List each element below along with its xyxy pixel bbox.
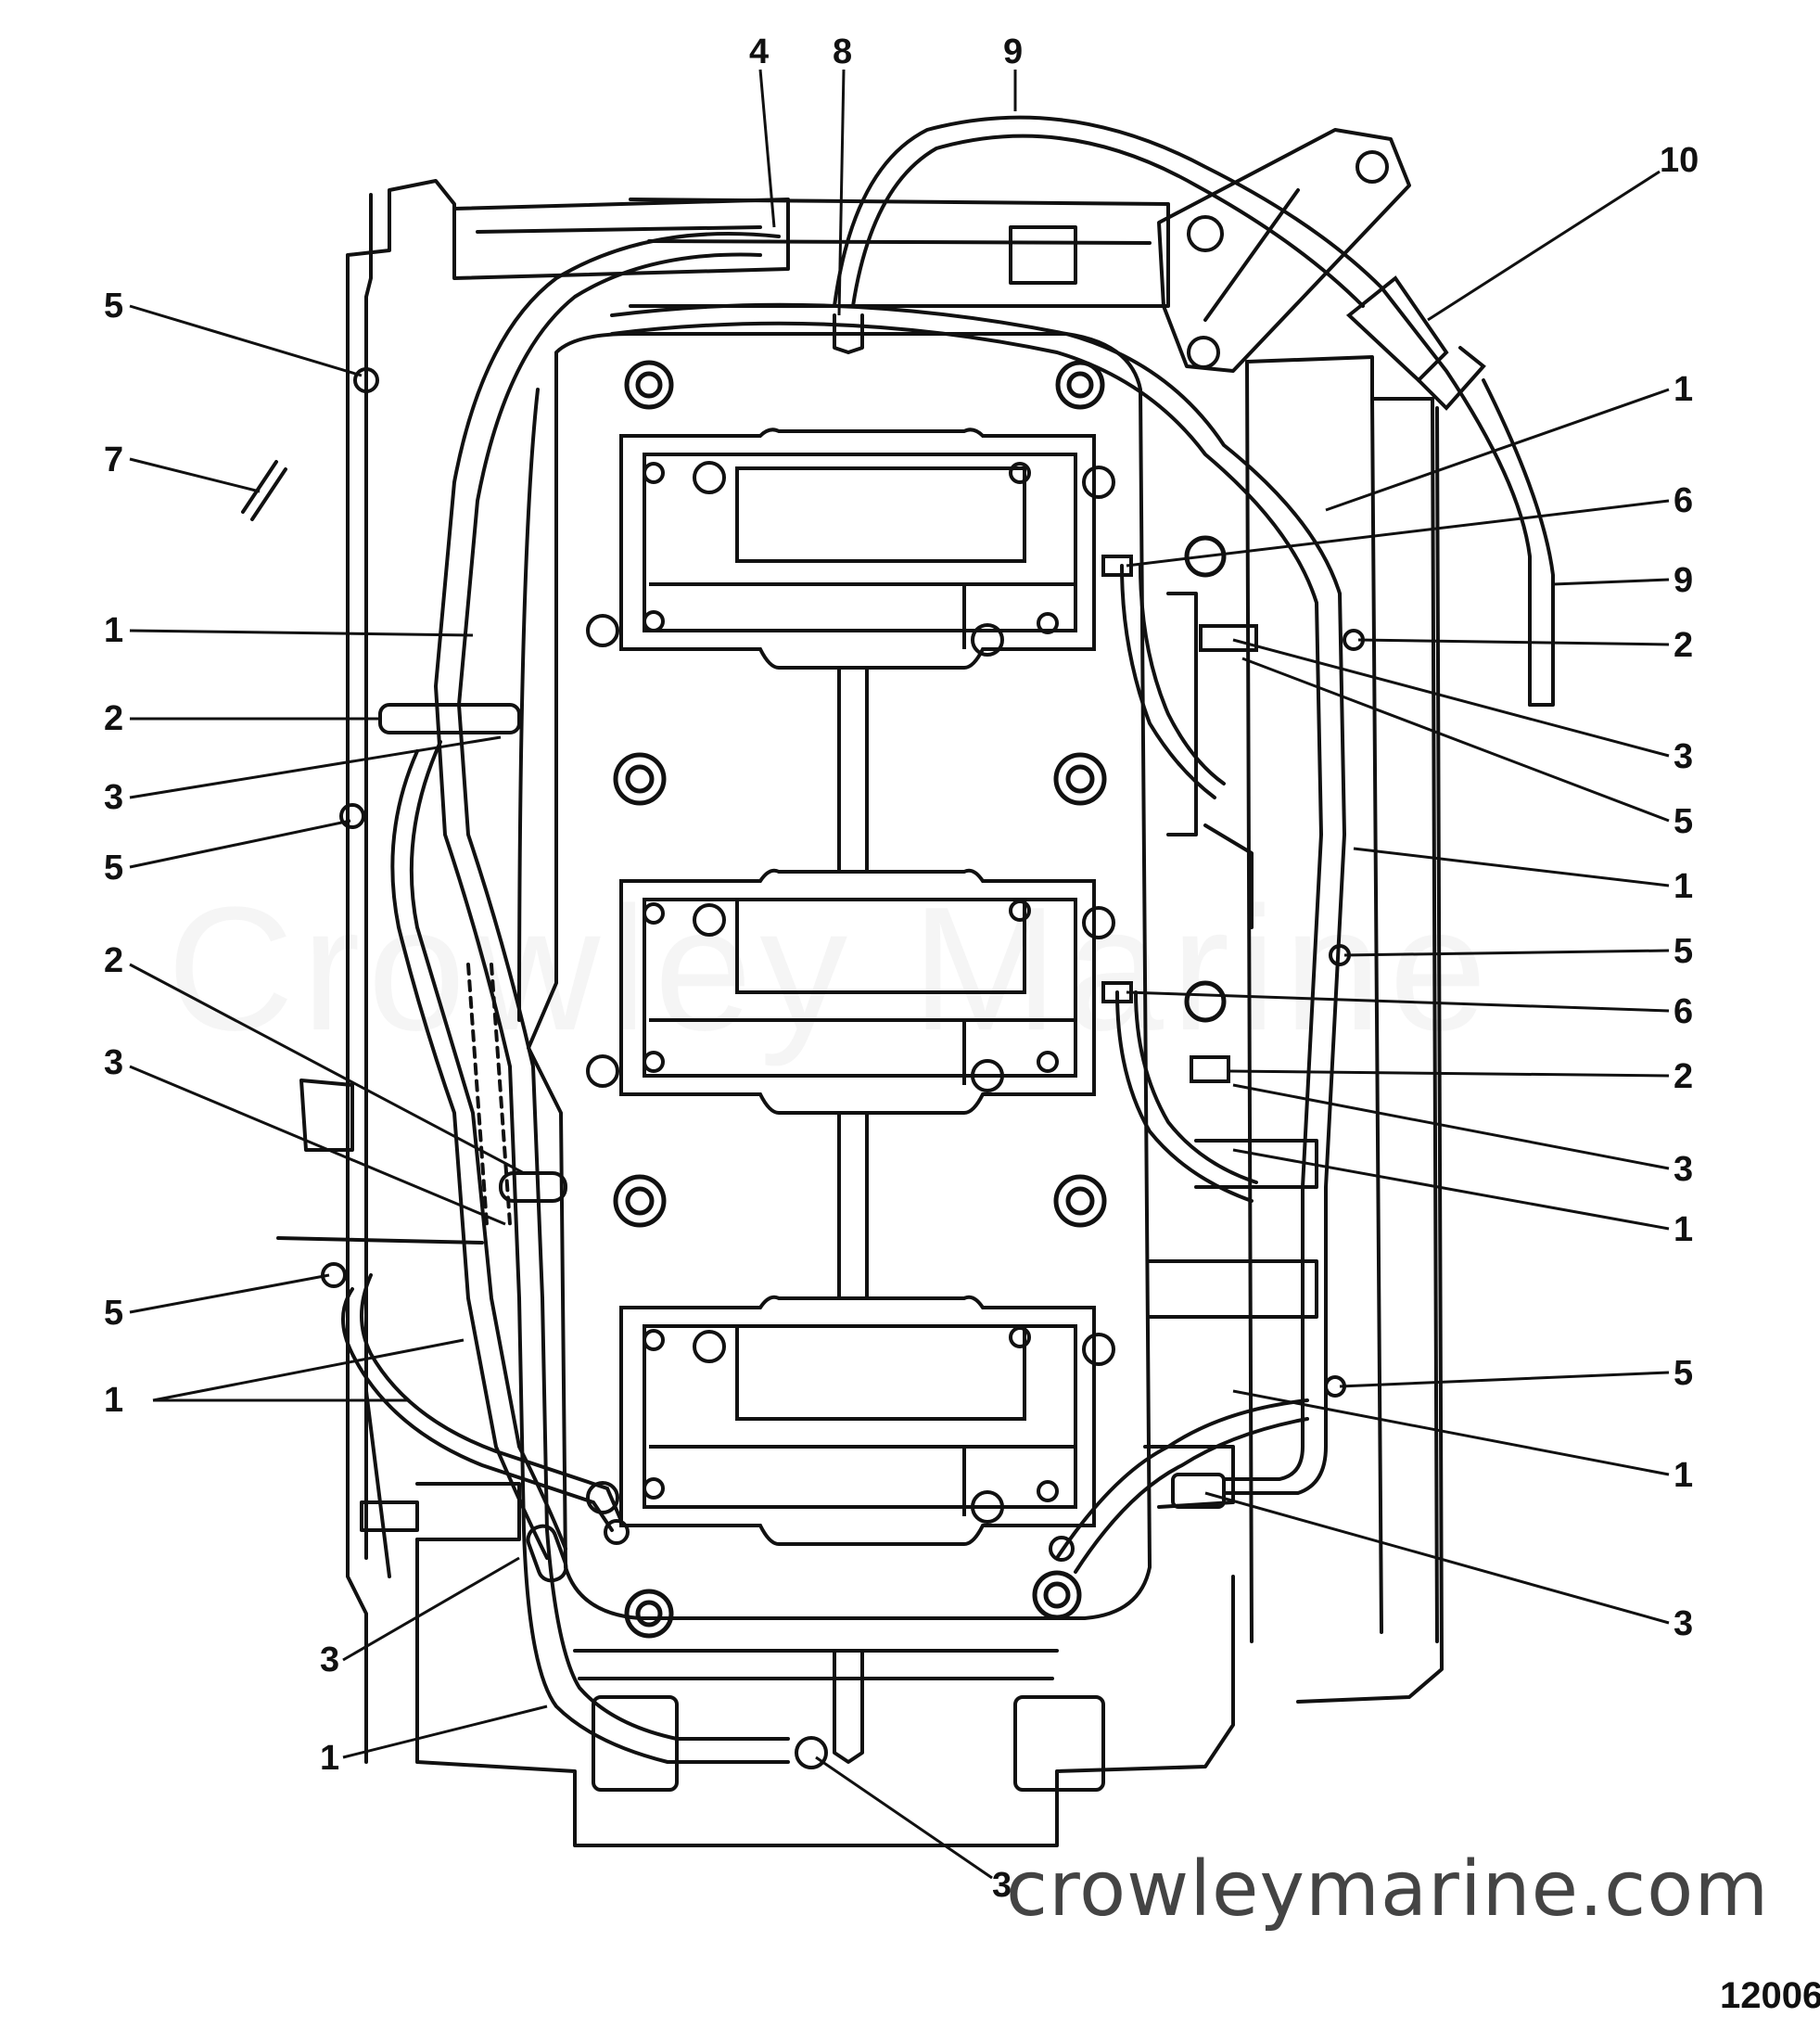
callout-1-left-2: 1: [104, 1381, 123, 1420]
callout-5-left-1: 5: [104, 287, 123, 326]
reed-plate-covers: [586, 428, 1115, 1546]
callout-5-left-2: 5: [104, 849, 123, 887]
callout-2-right-2: 2: [1674, 1057, 1693, 1096]
callout-6-right-2: 6: [1674, 992, 1693, 1031]
reed-plate-bottom: [586, 1295, 1115, 1546]
callout-8-top: 8: [833, 32, 852, 71]
callout-9-right: 9: [1674, 561, 1693, 600]
callout-5-right-3: 5: [1674, 1354, 1693, 1393]
callout-1-left-1: 1: [104, 611, 123, 650]
callout-7: 7: [104, 440, 123, 479]
callout-4-top: 4: [749, 32, 769, 71]
callout-1-left-3: 1: [320, 1739, 339, 1778]
reed-plate-top: [586, 428, 1115, 670]
callout-5-right-1: 5: [1674, 802, 1693, 841]
callout-2-right-1: 2: [1674, 626, 1693, 665]
callout-10: 10: [1660, 141, 1699, 180]
callout-labels: 4 8 9 10 5 7 1 2 3 5 2 3 5 1 3 1 3 1 6 9…: [104, 32, 1699, 1905]
callout-5-left-3: 5: [104, 1294, 123, 1333]
callout-3-right-3: 3: [1674, 1604, 1693, 1643]
callout-3-right-2: 3: [1674, 1150, 1693, 1189]
leader-lines: [129, 69, 1670, 1880]
callout-2-left-2: 2: [104, 941, 123, 980]
callout-5-right-2: 5: [1674, 932, 1693, 971]
bleed-hoses: [241, 115, 1555, 1769]
callout-3-bottom: 3: [992, 1866, 1012, 1905]
callout-3-right-1: 3: [1674, 737, 1693, 776]
callout-6-right-1: 6: [1674, 481, 1693, 520]
callout-2-left-1: 2: [104, 699, 123, 738]
callout-9-top: 9: [1003, 32, 1023, 71]
callout-1-right-4: 1: [1674, 1456, 1693, 1495]
reed-plate-middle: [586, 868, 1115, 1115]
callout-1-right-3: 1: [1674, 1210, 1693, 1249]
callout-1-right-1: 1: [1674, 370, 1693, 409]
callout-1-right-2: 1: [1674, 867, 1693, 906]
site-label: crowleymarine.com: [1006, 1845, 1770, 1934]
mounting-bolts: [613, 360, 1227, 1639]
callout-3-left-2: 3: [104, 1043, 123, 1082]
callout-3-left-3: 3: [320, 1641, 339, 1679]
figure-number: 12006: [1720, 1975, 1820, 2016]
callout-3-left-1: 3: [104, 778, 123, 817]
